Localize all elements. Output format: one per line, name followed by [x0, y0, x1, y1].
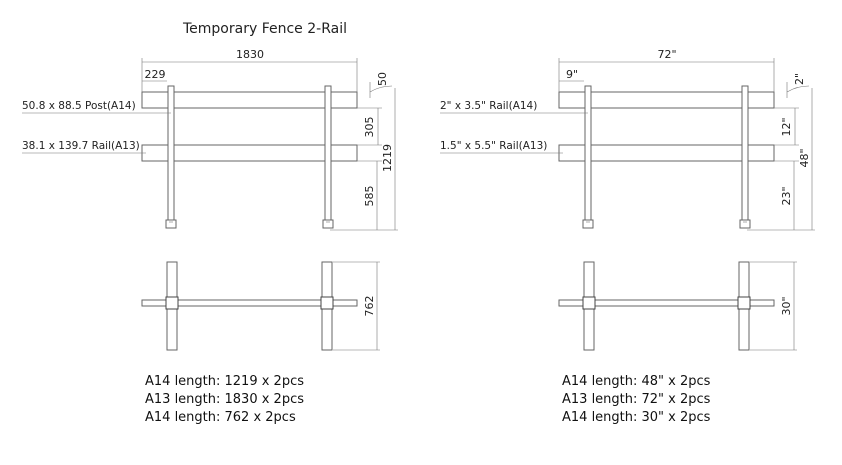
- plan-post-bracket: [165, 296, 179, 310]
- plan-post-bracket: [320, 296, 334, 310]
- drawing-metric: 1830 229 50 305 585 1219 50.8 x 88.5 Post(A14)…: [22, 48, 398, 425]
- post-label: 2" x 3.5" Rail(A14): [440, 100, 537, 112]
- dim-rail-spacing: 12": [780, 117, 793, 136]
- leader-topgap: [786, 85, 810, 93]
- dim-post-offset: 229: [145, 68, 166, 81]
- parts-list-item: A14 length: 30" x 2pcs: [562, 410, 711, 425]
- parts-list-item: A13 length: 72" x 2pcs: [562, 392, 711, 407]
- post-foot: [582, 219, 594, 229]
- plan-rail: [558, 299, 775, 307]
- plan-rail: [141, 299, 358, 307]
- top-rail: [558, 91, 775, 109]
- rail-label: 38.1 x 139.7 Rail(A13): [22, 140, 140, 152]
- drawing-title: Temporary Fence 2-Rail: [182, 21, 347, 37]
- dim-top-gap: 50: [376, 72, 389, 86]
- post: [324, 85, 332, 221]
- parts-list-item: A14 length: 1219 x 2pcs: [145, 374, 304, 389]
- leader-topgap: [369, 85, 393, 93]
- post: [167, 85, 175, 221]
- dim-total-height: 1219: [381, 144, 394, 172]
- parts-list-item: A14 length: 762 x 2pcs: [145, 410, 296, 425]
- dim-rail-spacing: 305: [363, 117, 376, 138]
- dim-post-offset: 9": [566, 68, 578, 81]
- plan-post-bracket: [582, 296, 596, 310]
- drawing-imperial: 72" 9" 2" 12" 23" 48" 2" x 3.5" Rail(A14) 1.5" …: [440, 48, 815, 425]
- dim-overall-width: 72": [657, 48, 676, 61]
- plan-post-bracket: [737, 296, 751, 310]
- dim-bottom-height: 23": [780, 186, 793, 205]
- post-label: 50.8 x 88.5 Post(A14): [22, 100, 136, 112]
- parts-list-item: A14 length: 48" x 2pcs: [562, 374, 711, 389]
- parts-list-item: A13 length: 1830 x 2pcs: [145, 392, 304, 407]
- dim-depth: 30": [780, 296, 793, 315]
- dim-top-gap: 2": [793, 73, 806, 85]
- post: [741, 85, 749, 221]
- rail-label: 1.5" x 5.5" Rail(A13): [440, 140, 547, 152]
- dim-depth: 762: [363, 296, 376, 317]
- post-foot: [322, 219, 334, 229]
- post-foot: [165, 219, 177, 229]
- dim-bottom-height: 585: [363, 186, 376, 207]
- dim-total-height: 48": [798, 148, 811, 167]
- post-foot: [739, 219, 751, 229]
- post: [584, 85, 592, 221]
- dim-overall-width: 1830: [236, 48, 264, 61]
- top-rail: [141, 91, 358, 109]
